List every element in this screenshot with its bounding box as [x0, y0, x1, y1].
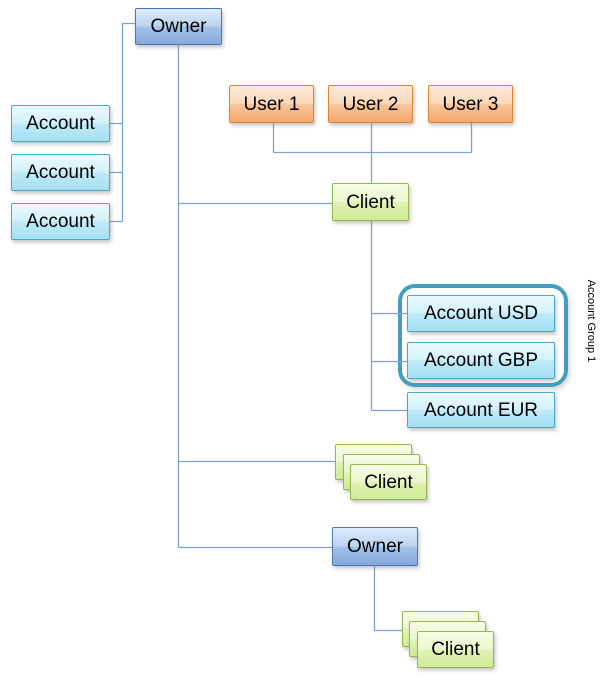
node-account-3: Account — [11, 203, 110, 240]
node-client-stack-1: Client — [350, 464, 427, 500]
node-account-2: Account — [11, 154, 110, 191]
node-account-1: Account — [11, 105, 110, 142]
node-account-eur: Account EUR — [407, 392, 555, 428]
node-user-1: User 1 — [229, 85, 314, 123]
node-user-2: User 2 — [328, 85, 413, 123]
node-account-gbp: Account GBP — [407, 342, 555, 379]
node-client-stack-2: Client — [417, 631, 494, 668]
account-group-label: Account Group 1 — [585, 279, 597, 363]
node-owner-top: Owner — [135, 8, 222, 45]
node-user-3: User 3 — [428, 85, 513, 123]
node-client: Client — [332, 183, 409, 221]
node-account-usd: Account USD — [407, 295, 555, 332]
node-owner-2: Owner — [332, 527, 418, 566]
